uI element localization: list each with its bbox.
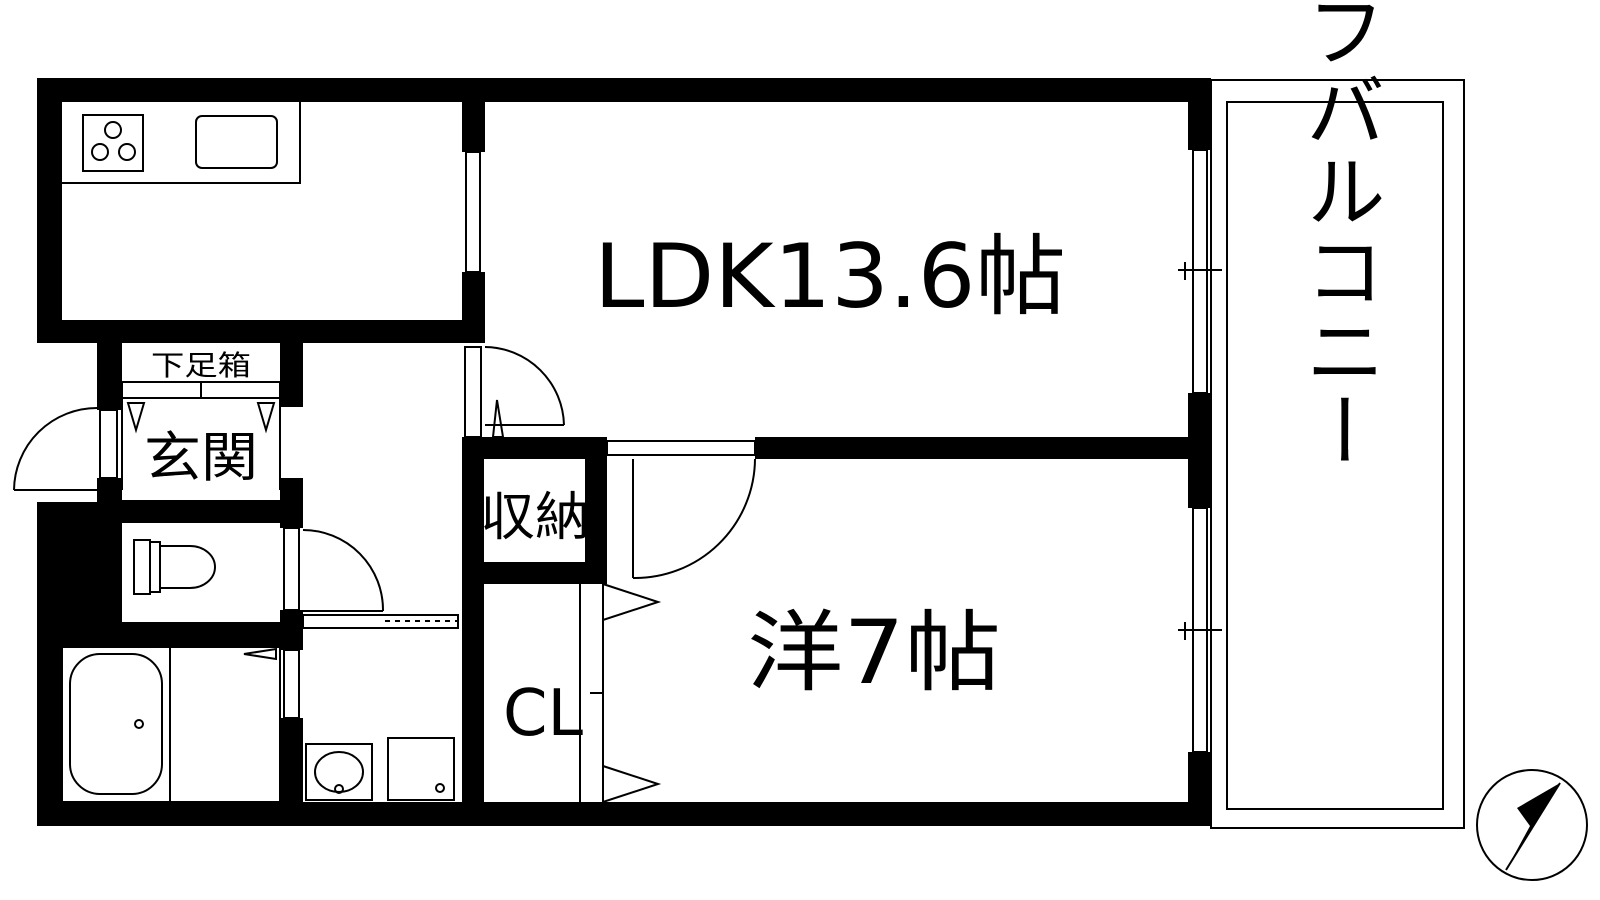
room-label-entrance: 玄関 xyxy=(144,426,258,489)
washroom xyxy=(305,737,455,801)
washbasin-icon xyxy=(305,743,373,801)
washing-machine-icon xyxy=(387,737,455,801)
room-label-roof-balcony: ルーフバルコニー xyxy=(1293,0,1386,470)
shoe-box xyxy=(121,381,281,490)
room-label-storage: 収納 xyxy=(480,488,590,548)
doors xyxy=(243,346,756,719)
room-label-western: 洋7帖 xyxy=(747,601,1001,704)
kitchen-counter xyxy=(62,102,301,184)
closet-doors xyxy=(579,582,662,804)
shoe-box-label: 下足箱 xyxy=(151,349,251,382)
kitchen-sink-icon xyxy=(195,115,278,169)
gas-stove-icon xyxy=(82,114,144,172)
room-label-ldk: LDK13.6帖 xyxy=(594,225,1066,328)
windows xyxy=(465,149,1222,753)
bathroom xyxy=(61,646,281,803)
bathtub-icon xyxy=(69,653,163,795)
room-label-closet: CL xyxy=(503,677,583,751)
entrance-door xyxy=(13,407,118,491)
toilet-icon xyxy=(133,539,216,595)
north-arrow-icon xyxy=(1476,769,1588,881)
walls xyxy=(37,78,1211,826)
